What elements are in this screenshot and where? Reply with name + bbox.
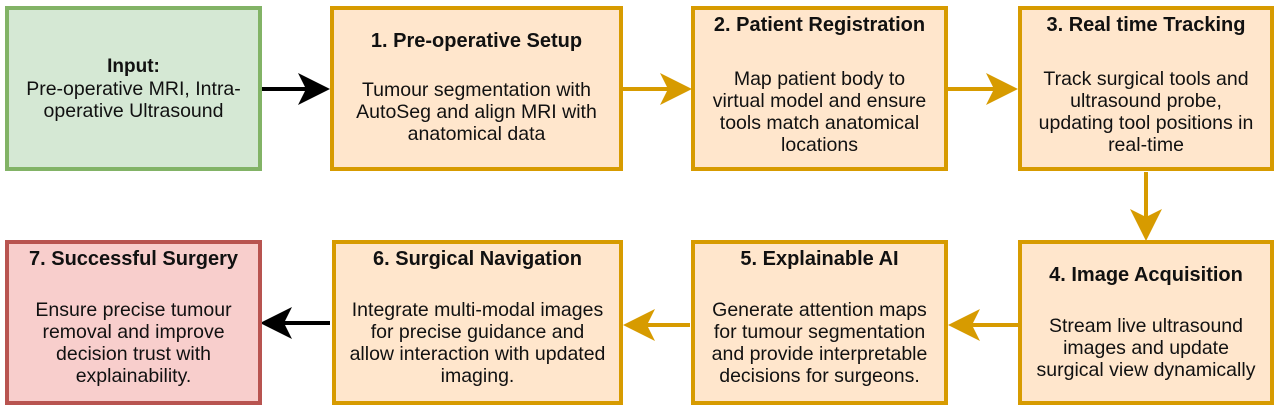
step-5-line-1: Generate attention maps	[712, 299, 927, 321]
step-7-line-4: explainability.	[75, 365, 192, 387]
step-2-line-3: tools match anatomical	[719, 112, 920, 134]
step-2-title: 2. Patient Registration	[713, 14, 926, 36]
input-content: Input: Pre-operative MRI, Intra- operati…	[9, 10, 258, 167]
step-3-line-3: updating tool positions in	[1038, 112, 1254, 134]
step-6-line-3: allow interaction with updated	[349, 343, 606, 365]
step-1-line-2: AutoSeg and align MRI with	[356, 101, 597, 123]
step-4-box: 4. Image Acquisition Stream live ultraso…	[1018, 240, 1274, 405]
step-4-description: Stream live ultrasound images and update…	[1026, 315, 1266, 381]
step-6-description: Integrate multi-modal images for precise…	[340, 299, 615, 387]
step-7-description: Ensure precise tumour removal and improv…	[13, 299, 254, 387]
input-line-2: operative Ultrasound	[43, 99, 224, 122]
step-1-box: 1. Pre-operative Setup Tumour segmentati…	[330, 6, 623, 171]
step-3-line-4: real-time	[1108, 134, 1184, 156]
input-box: Input: Pre-operative MRI, Intra- operati…	[5, 6, 262, 171]
step-5-line-3: and provide interpretable	[711, 343, 928, 365]
step-2-line-4: locations	[781, 134, 858, 156]
step-5-title: 5. Explainable AI	[740, 248, 899, 270]
step-4-line-1: Stream live ultrasound	[1048, 315, 1243, 337]
step-7-line-3: decision trust with	[56, 343, 211, 365]
step-3-title: 3. Real time Tracking	[1046, 14, 1246, 36]
step-1-line-1: Tumour segmentation with	[361, 79, 592, 101]
step-6-box: 6. Surgical Navigation Integrate multi-m…	[332, 240, 623, 405]
step-7-box: 7. Successful Surgery Ensure precise tum…	[5, 240, 262, 405]
step-1-description: Tumour segmentation with AutoSeg and ali…	[338, 79, 615, 145]
step-2-line-1: Map patient body to	[733, 68, 906, 90]
step-5-line-4: decisions for surgeons.	[719, 365, 920, 387]
step-4-title: 4. Image Acquisition	[1049, 264, 1243, 286]
step-3-line-1: Track surgical tools and	[1043, 68, 1249, 90]
input-title: Input:	[107, 55, 160, 77]
step-2-description: Map patient body to virtual model and en…	[699, 68, 940, 156]
step-6-title: 6. Surgical Navigation	[373, 248, 582, 270]
step-5-line-2: for tumour segmentation	[713, 321, 926, 343]
step-6-line-1: Integrate multi-modal images	[351, 299, 604, 321]
step-3-box: 3. Real time Tracking Track surgical too…	[1018, 6, 1274, 171]
step-4-line-3: surgical view dynamically	[1036, 359, 1256, 381]
step-7-line-1: Ensure precise tumour	[35, 299, 232, 321]
step-2-line-2: virtual model and ensure	[712, 90, 927, 112]
step-3-line-2: ultrasound probe,	[1070, 90, 1222, 112]
step-3-description: Track surgical tools and ultrasound prob…	[1026, 68, 1266, 156]
step-2-box: 2. Patient Registration Map patient body…	[691, 6, 948, 171]
step-4-line-2: images and update	[1063, 337, 1229, 359]
step-7-title: 7. Successful Surgery	[29, 248, 238, 270]
step-5-description: Generate attention maps for tumour segme…	[699, 299, 940, 387]
step-1-line-3: anatomical data	[407, 123, 546, 145]
step-6-line-2: for precise guidance and	[370, 321, 585, 343]
input-line-1: Pre-operative MRI, Intra-	[26, 77, 241, 100]
step-1-title: 1. Pre-operative Setup	[370, 30, 583, 52]
step-6-line-4: imaging.	[440, 365, 515, 387]
step-7-line-2: removal and improve	[42, 321, 225, 343]
step-5-box: 5. Explainable AI Generate attention map…	[691, 240, 948, 405]
